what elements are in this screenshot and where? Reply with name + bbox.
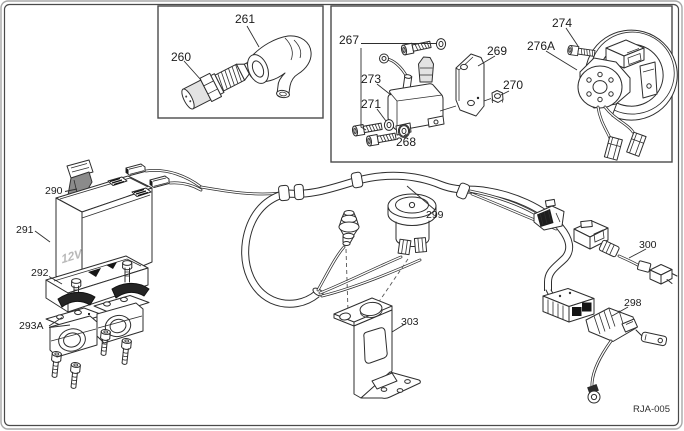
- indicator-boot: [338, 210, 360, 246]
- callout-ignition-coil: 273: [361, 72, 382, 86]
- leader-lines: [34, 25, 647, 333]
- key-switch: [387, 193, 437, 256]
- washer-upper: [435, 38, 447, 50]
- callout-battery: 291: [16, 224, 34, 236]
- callout-washers: 271: [361, 97, 382, 111]
- flywheel-magneto: [577, 39, 647, 161]
- callout-coil-bolts: 267: [339, 33, 360, 47]
- callout-jumper-lead: 300: [639, 239, 657, 251]
- callout-flywheel-magneto: 276A: [527, 39, 556, 53]
- callout-battery-tray: 292: [31, 267, 49, 279]
- battery-tray: [45, 255, 150, 313]
- callout-flywheel-bolt: 274: [552, 16, 573, 30]
- callout-coil-bracket: 269: [487, 44, 508, 58]
- callout-flange-nut: 270: [503, 78, 524, 92]
- washer-lower: [383, 119, 395, 131]
- harness-block-connector: [542, 288, 595, 323]
- harness-connector-black: [533, 198, 565, 231]
- wiring-harness-cable: [241, 171, 574, 308]
- flange-nut: [491, 90, 504, 104]
- callout-clamps: 293A: [19, 320, 44, 332]
- ignition-coil: [379, 53, 445, 136]
- callout-battery-strap: 290: [45, 185, 63, 197]
- dashed-line-switch: [371, 258, 409, 313]
- callout-connector-lead: 298: [624, 297, 642, 309]
- jumper-lead: [573, 219, 678, 285]
- connector-lead: [585, 307, 668, 404]
- callout-wiring-harness: 299: [426, 209, 444, 221]
- tray-strap-left: [57, 291, 96, 308]
- battery-voltage-text: 12V: [60, 246, 84, 266]
- battery-terminal-positive: [107, 176, 128, 186]
- dashed-line-boot: [345, 248, 349, 312]
- switch-wires: [316, 245, 422, 298]
- callout-spark-plug: 260: [171, 50, 192, 64]
- coil-bracket: [455, 53, 485, 117]
- tray-strap-right: [111, 282, 150, 299]
- tray-bolt-1: [122, 260, 133, 283]
- spark-plug-cap: [247, 35, 312, 99]
- callout-spark-plug-cap: 261: [235, 12, 256, 26]
- washer-nut: [397, 124, 411, 138]
- switch-bracket: [333, 297, 421, 399]
- coil-alignment-line: [439, 98, 492, 112]
- battery-terminal-negative: [131, 187, 152, 197]
- callout-switch-bracket: 303: [401, 316, 419, 328]
- callout-washer-nut: 268: [396, 135, 417, 149]
- battery-lead-connectors: [125, 163, 283, 196]
- diagram-code: RJA-005: [633, 404, 670, 415]
